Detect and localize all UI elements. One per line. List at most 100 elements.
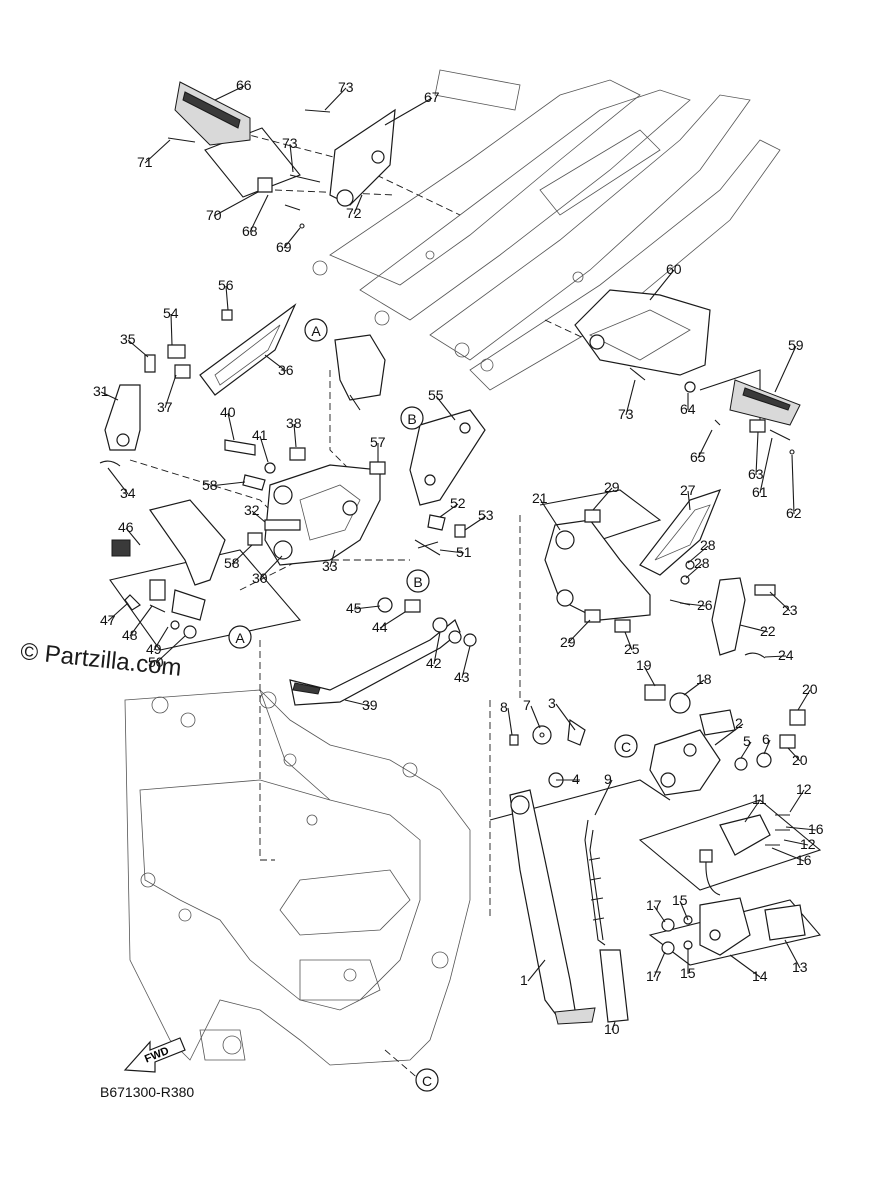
part-callout-73: 73 <box>618 406 634 422</box>
callout-leader-line <box>251 510 266 523</box>
callout-leader-line <box>259 435 269 463</box>
part-callout-15: 15 <box>672 892 688 908</box>
part-callout-35: 35 <box>120 331 136 347</box>
reference-marker-c: C <box>422 1073 432 1089</box>
part-callout-69: 69 <box>276 239 292 255</box>
callout-leader-line <box>687 490 691 511</box>
callout-leader-line <box>785 826 817 831</box>
callout-leader-line <box>679 900 689 921</box>
callout-leader-line <box>759 437 773 494</box>
callout-leader-line <box>625 379 636 416</box>
shift-pedal-assembly <box>99 354 226 639</box>
callout-leader-line <box>643 665 656 687</box>
part-callout-52: 52 <box>450 495 466 511</box>
callout-leader-line <box>100 391 119 401</box>
part-callout-37: 37 <box>157 399 173 415</box>
callout-leader-line <box>464 515 487 531</box>
part-callout-15: 15 <box>680 965 696 981</box>
callout-leader-line <box>687 545 709 564</box>
part-callout-14: 14 <box>752 968 768 984</box>
reference-marker-circle <box>304 318 328 342</box>
callout-leader-line <box>789 789 805 813</box>
reference-marker-a: A <box>235 630 245 646</box>
part-callout-29: 29 <box>560 634 576 650</box>
part-callout-22: 22 <box>760 623 776 639</box>
part-callout-20: 20 <box>802 681 818 697</box>
part-callout-49: 49 <box>146 641 162 657</box>
callout-leader-line <box>225 285 229 311</box>
callout-leader-line <box>353 194 363 215</box>
callout-leader-line <box>125 527 141 546</box>
callout-leader-line <box>685 563 703 579</box>
callout-leader-line <box>144 139 171 164</box>
callout-leader-line <box>344 699 371 707</box>
callout-leader-line <box>213 191 259 217</box>
part-callout-63: 63 <box>748 466 764 482</box>
callout-leader-line <box>783 839 809 846</box>
part-callout-9: 9 <box>604 771 612 787</box>
callout-leader-line <box>649 269 675 301</box>
part-callout-23: 23 <box>782 602 798 618</box>
callout-leader-line <box>764 655 787 658</box>
part-callout-45: 45 <box>346 600 362 616</box>
callout-leader-line <box>755 431 759 476</box>
part-callout-36: 36 <box>278 362 294 378</box>
part-callout-48: 48 <box>122 627 138 643</box>
callout-leader-line <box>624 631 633 651</box>
part-callout-59: 59 <box>788 337 804 353</box>
callout-leader-line <box>683 679 705 696</box>
part-callout-6: 6 <box>762 731 770 747</box>
part-callout-21: 21 <box>532 490 548 506</box>
reference-marker-a: A <box>311 323 321 339</box>
callout-leader-line <box>283 227 301 249</box>
right-footrest-assembly <box>544 489 776 659</box>
callout-leader-line <box>384 97 433 126</box>
callout-leader-line <box>594 779 613 816</box>
part-callout-31: 31 <box>93 383 109 399</box>
callout-leader-line <box>527 959 546 982</box>
callout-leader-line <box>461 645 471 679</box>
part-callout-34: 34 <box>120 485 136 501</box>
brake-pedal <box>289 597 477 706</box>
part-callout-28: 28 <box>700 537 716 553</box>
part-callout-46: 46 <box>118 519 134 535</box>
part-callout-27: 27 <box>680 482 696 498</box>
reference-marker-b: B <box>407 411 416 427</box>
callout-leader-line <box>289 143 294 173</box>
reference-marker-c: C <box>621 739 631 755</box>
part-callout-58: 58 <box>224 555 240 571</box>
callout-leader-line <box>127 339 149 358</box>
part-callout-50: 50 <box>148 654 164 670</box>
part-callout-47: 47 <box>100 612 116 628</box>
part-callout-73: 73 <box>338 79 354 95</box>
part-callout-57: 57 <box>370 434 386 450</box>
part-callout-28: 28 <box>694 555 710 571</box>
part-callout-1: 1 <box>520 972 528 988</box>
callout-leader-line <box>164 374 177 409</box>
callout-leader-line <box>324 87 347 111</box>
callout-leader-line <box>784 939 801 969</box>
part-callout-55: 55 <box>428 387 444 403</box>
callout-leader-line <box>249 194 269 233</box>
part-callout-72: 72 <box>346 205 362 221</box>
part-callout-16: 16 <box>808 821 824 837</box>
reference-marker-circle <box>614 734 638 758</box>
callout-leader-line <box>763 739 771 755</box>
callout-leader-line <box>435 395 456 421</box>
sidestand-bracket-assembly <box>644 684 806 956</box>
part-callout-7: 7 <box>523 697 531 713</box>
part-callout-17: 17 <box>646 897 662 913</box>
part-callout-60: 60 <box>666 261 682 277</box>
callout-leader-line <box>433 631 441 665</box>
callout-leader-line <box>539 498 561 531</box>
callout-leader-line <box>155 635 186 664</box>
part-callout-67: 67 <box>424 89 440 105</box>
callout-leader-line <box>791 454 795 515</box>
callout-leader-line <box>129 605 153 637</box>
brake-pedal-assembly <box>224 334 486 566</box>
reference-marker-b: B <box>413 574 422 590</box>
callout-leader-line <box>611 1021 616 1031</box>
callout-leader-line <box>787 747 801 762</box>
callout-leader-line <box>771 847 805 862</box>
